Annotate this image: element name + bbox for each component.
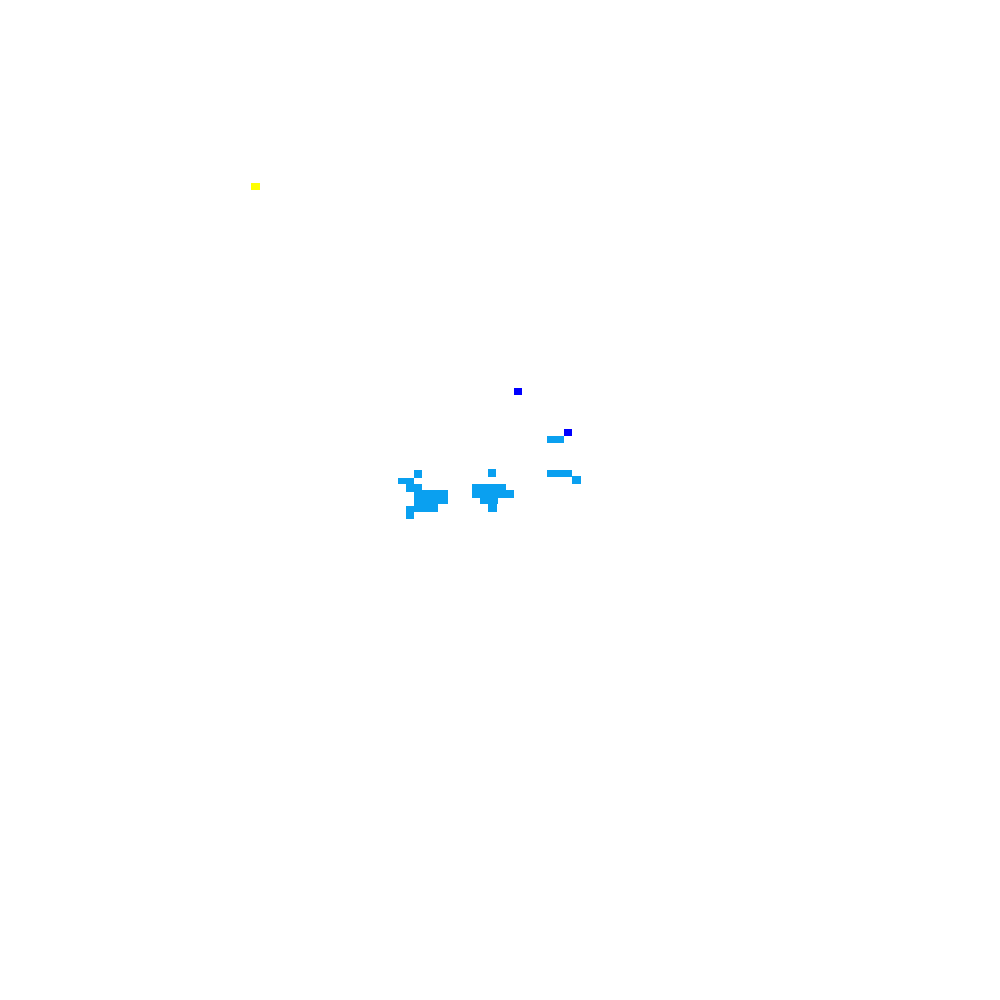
water-tile (414, 490, 448, 498)
water-tile (414, 498, 448, 504)
water-tile (398, 478, 414, 484)
water-tile (406, 484, 422, 492)
water-tile (488, 469, 496, 477)
water-tile (414, 470, 422, 478)
water-tile (406, 506, 414, 514)
water-tile (414, 504, 438, 512)
water-tile (480, 498, 498, 504)
water-tile (472, 490, 514, 498)
water-tile (547, 470, 572, 477)
water-tile (547, 436, 564, 443)
goal-marker (251, 183, 260, 190)
water-tile (406, 512, 414, 519)
water-tile (472, 484, 506, 490)
agent-marker (564, 429, 572, 436)
water-tile (488, 504, 497, 512)
water-tile (572, 476, 581, 484)
agent-marker (514, 388, 522, 395)
